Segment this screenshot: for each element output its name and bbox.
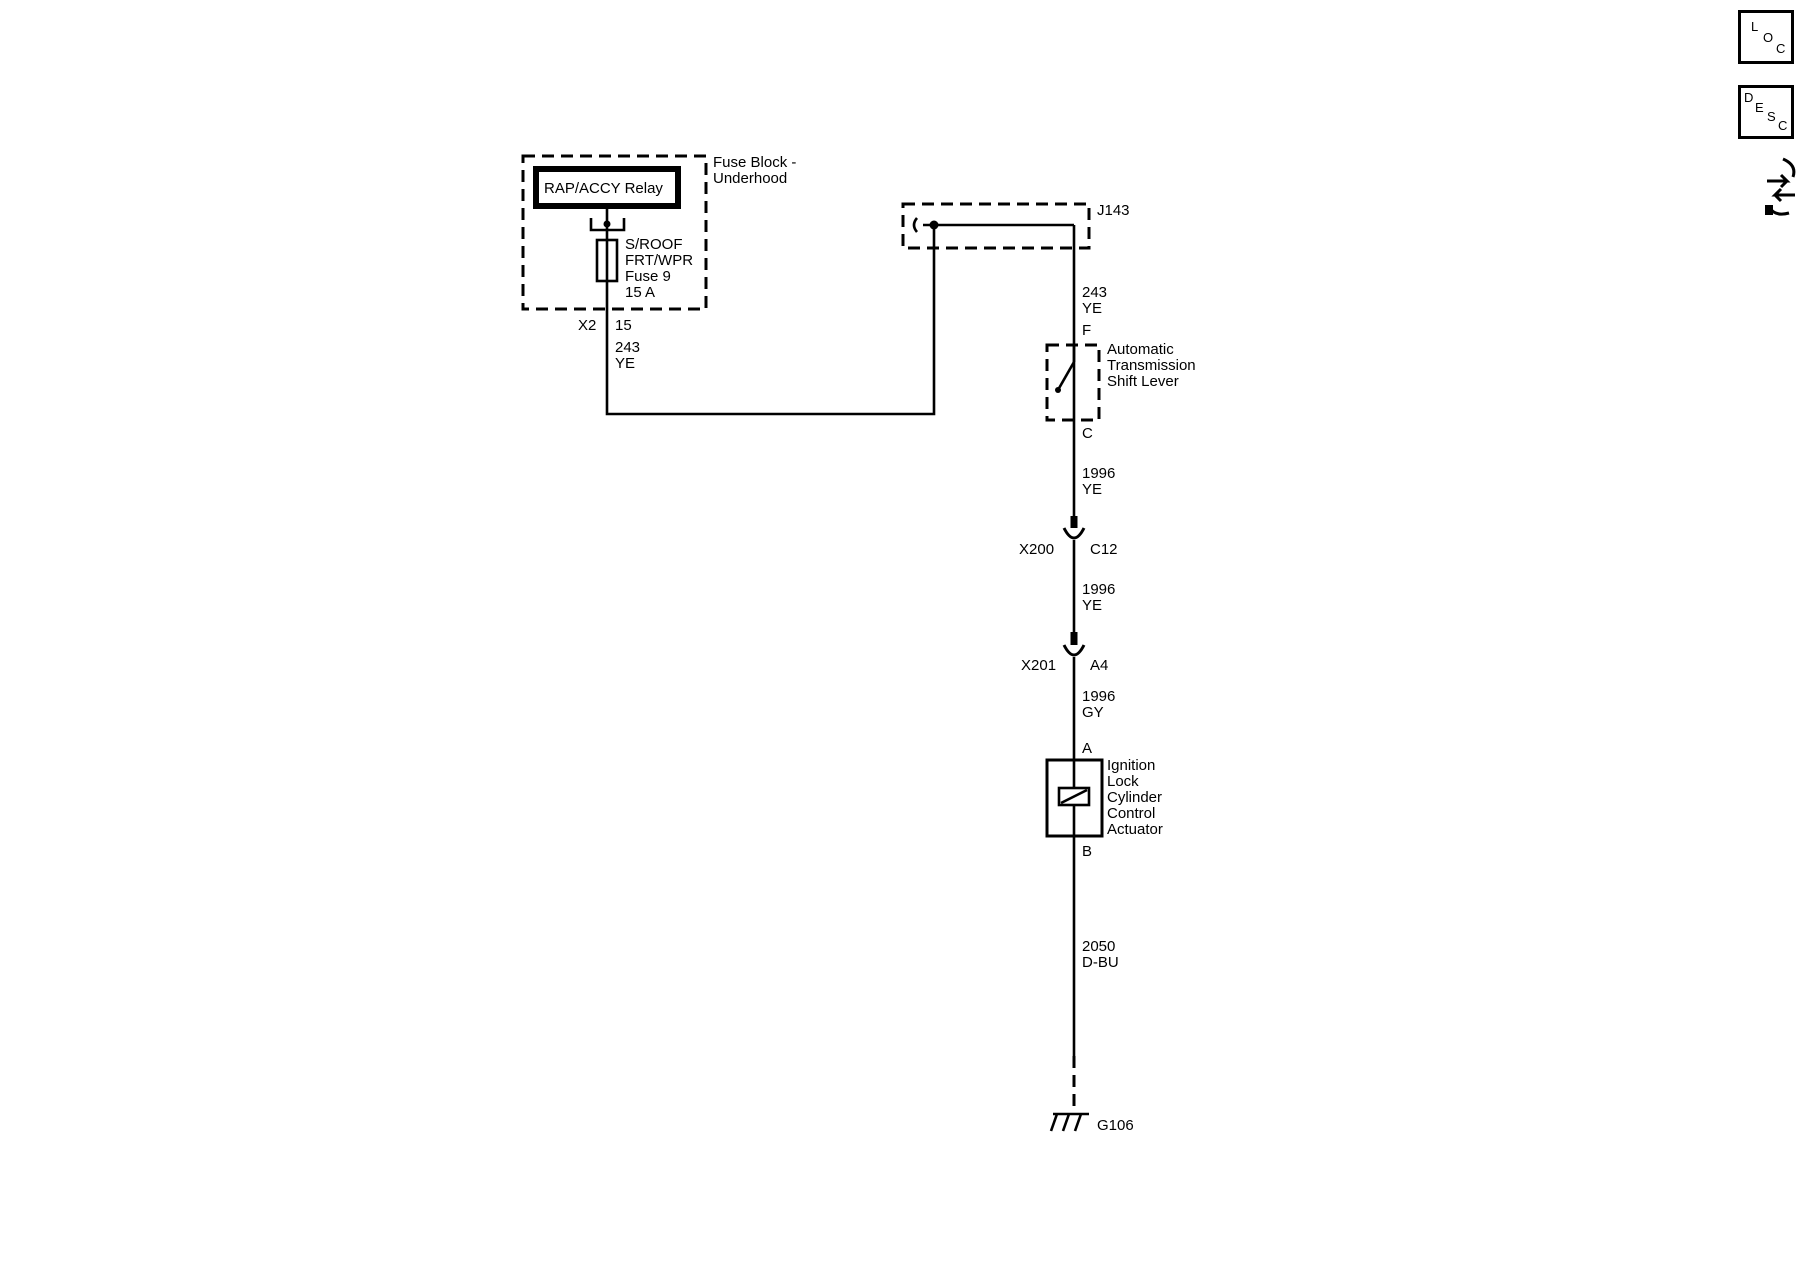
inline-connector-x201[interactable] [1062,632,1086,657]
wire-color-label: YE [615,355,635,372]
fuse-label-4: 15 A [625,284,655,301]
ground-label: G106 [1097,1117,1134,1134]
shift-lever-label-3: Shift Lever [1107,373,1179,390]
wire-color-label: YE [1082,597,1102,614]
inline-connector-x200[interactable] [1062,516,1086,540]
x200-pin-label: C12 [1090,541,1118,558]
connector-arrows-icon[interactable] [1765,155,1797,223]
desc-letter-e: E [1755,100,1764,115]
x201-connector-label: X201 [1021,657,1056,674]
shift-lever-label-2: Transmission [1107,357,1196,374]
splice-label: J143 [1097,202,1130,219]
wire-color-label: D-BU [1082,954,1119,971]
ignition-lock-actuator[interactable] [1045,758,1104,838]
splice-j143-outline [901,202,1091,250]
location-button[interactable]: L O C [1738,10,1794,64]
actuator-label-2: Lock [1107,773,1139,790]
fuse-block-label-2: Underhood [713,170,787,187]
fuse-label-2: FRT/WPR [625,252,693,269]
wire-circuit-label: 1996 [1082,688,1115,705]
wire-circuit-label: 243 [1082,284,1107,301]
loc-letter-l: L [1751,19,1759,34]
wire-circuit-label: 1996 [1082,581,1115,598]
fuse-label-3: Fuse 9 [625,268,671,285]
actuator-label-1: Ignition [1107,757,1155,774]
actuator-label-3: Cylinder [1107,789,1162,806]
actuator-pin-bottom: B [1082,843,1092,860]
shift-lever-pin-top: F [1082,322,1091,339]
rap-accy-relay[interactable]: RAP/ACCY Relay [533,166,681,209]
wire-color-label: GY [1082,704,1104,721]
actuator-pin-top: A [1082,740,1092,757]
desc-letter-s: S [1767,109,1776,124]
desc-letter-d: D [1744,90,1754,105]
wire-color-label: YE [1082,300,1102,317]
fuse-label-1: S/ROOF [625,236,683,253]
fuse-pin-label: 15 [615,317,632,334]
actuator-label-5: Actuator [1107,821,1163,838]
ground-g106[interactable] [1049,1112,1089,1132]
wire-circuit-label: 1996 [1082,465,1115,482]
wire-circuit-label: 243 [615,339,640,356]
wire-243-ye-fuse [605,225,936,416]
splice-point [929,220,939,230]
description-button[interactable]: D E S C [1738,85,1794,139]
actuator-label-4: Control [1107,805,1155,822]
fuse-9[interactable] [595,238,619,283]
fuse-block-label-1: Fuse Block - [713,154,796,171]
desc-letter-c: C [1778,118,1788,133]
fuse-block-outline [521,154,708,311]
wire-color-label: YE [1082,481,1102,498]
loc-letter-o: O [1763,30,1774,45]
fuse-connector-label: X2 [578,317,596,334]
loc-letter-c: C [1776,41,1786,56]
shift-lever-pin-bottom: C [1082,425,1093,442]
wire-circuit-label: 2050 [1082,938,1115,955]
x201-pin-label: A4 [1090,657,1108,674]
relay-label: RAP/ACCY Relay [544,180,663,197]
shift-lever-label-1: Automatic [1107,341,1174,358]
x200-connector-label: X200 [1019,541,1054,558]
